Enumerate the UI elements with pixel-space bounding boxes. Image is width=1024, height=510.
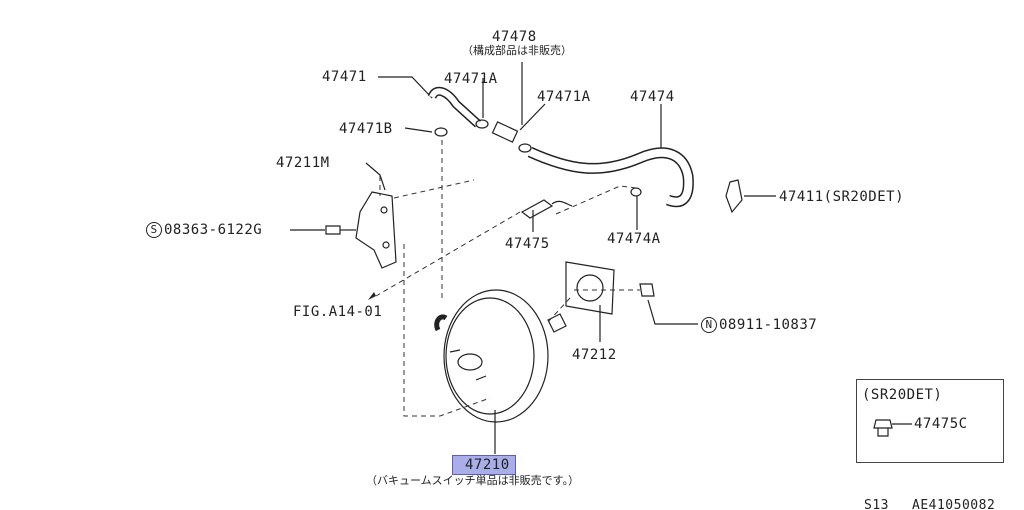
selected-part-highlight	[452, 455, 516, 475]
label-08911-number: 08911-10837	[719, 317, 818, 333]
label-47474[interactable]: 47474	[630, 89, 675, 105]
footer-code: AE41050082	[912, 498, 996, 510]
label-47212[interactable]: 47212	[572, 347, 617, 363]
label-47210[interactable]: 47210	[465, 457, 510, 473]
label-47475C[interactable]: 47475C	[914, 416, 968, 432]
label-47211M[interactable]: 47211M	[276, 155, 330, 171]
note-47478: （構成部品は非販売）	[462, 44, 572, 57]
label-47471B[interactable]: 47471B	[339, 121, 393, 137]
s-circle-icon: S	[146, 222, 162, 238]
figure-reference-link[interactable]: FIG.A14-01	[293, 304, 383, 320]
label-47471A-2[interactable]: 47471A	[537, 89, 591, 105]
label-47471[interactable]: 47471	[322, 69, 367, 85]
footer-model: S13	[864, 498, 889, 510]
label-47411[interactable]: 47411(SR20DET)	[779, 189, 905, 205]
n-circle-icon: N	[701, 317, 717, 333]
label-47474A[interactable]: 47474A	[607, 231, 661, 247]
label-47475[interactable]: 47475	[505, 236, 550, 252]
inset-box	[856, 379, 1004, 463]
note-47210: （バキュームスイッチ単品は非販売です。）	[366, 474, 580, 487]
inset-title: (SR20DET)	[862, 387, 943, 403]
label-47478[interactable]: 47478	[492, 29, 537, 45]
label-47471A-1[interactable]: 47471A	[444, 71, 498, 87]
label-08363-number: 08363-6122G	[164, 222, 263, 238]
